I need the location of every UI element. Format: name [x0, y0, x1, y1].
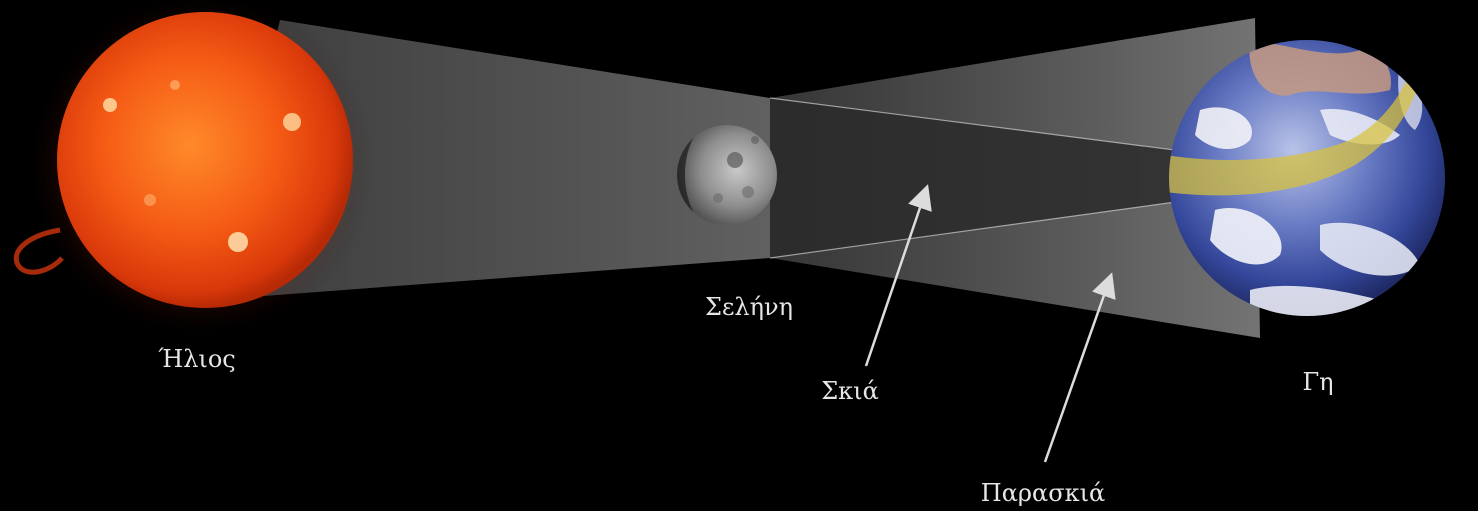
umbra-edge-bottom [769, 199, 1191, 259]
umbra-label: Σκιά [821, 377, 879, 405]
penumbra-label: Παρασκιά [981, 479, 1105, 507]
earth [1169, 40, 1445, 316]
earth-label: Γη [1302, 368, 1333, 396]
penumbra-arrow [1043, 272, 1116, 463]
umbra-edge-top [769, 97, 1191, 153]
moon-label: Σελήνη [705, 293, 793, 321]
sun [13, 0, 375, 340]
umbra-cone [770, 98, 1190, 258]
umbra-arrow [864, 184, 932, 367]
eclipse-path-band [1169, 60, 1420, 196]
sun-label: Ήλιος [158, 345, 235, 373]
